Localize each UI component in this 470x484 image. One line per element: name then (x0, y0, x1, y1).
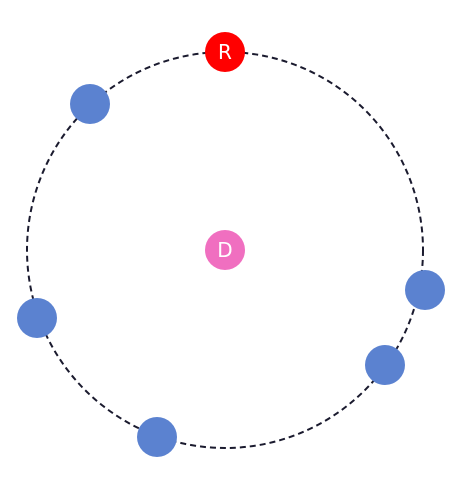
center-node-label: D (217, 238, 232, 262)
peer-node[interactable] (70, 84, 110, 124)
root-node-circle[interactable] (205, 32, 245, 72)
peer-node[interactable] (405, 270, 445, 310)
center-node[interactable]: D (205, 230, 245, 270)
center-node-circle[interactable] (205, 230, 245, 270)
peer-node[interactable] (17, 298, 57, 338)
root-node-label: R (218, 40, 232, 64)
peer-nodes-group (17, 84, 445, 457)
peer-node[interactable] (137, 417, 177, 457)
peer-node[interactable] (365, 345, 405, 385)
root-node[interactable]: R (205, 32, 245, 72)
